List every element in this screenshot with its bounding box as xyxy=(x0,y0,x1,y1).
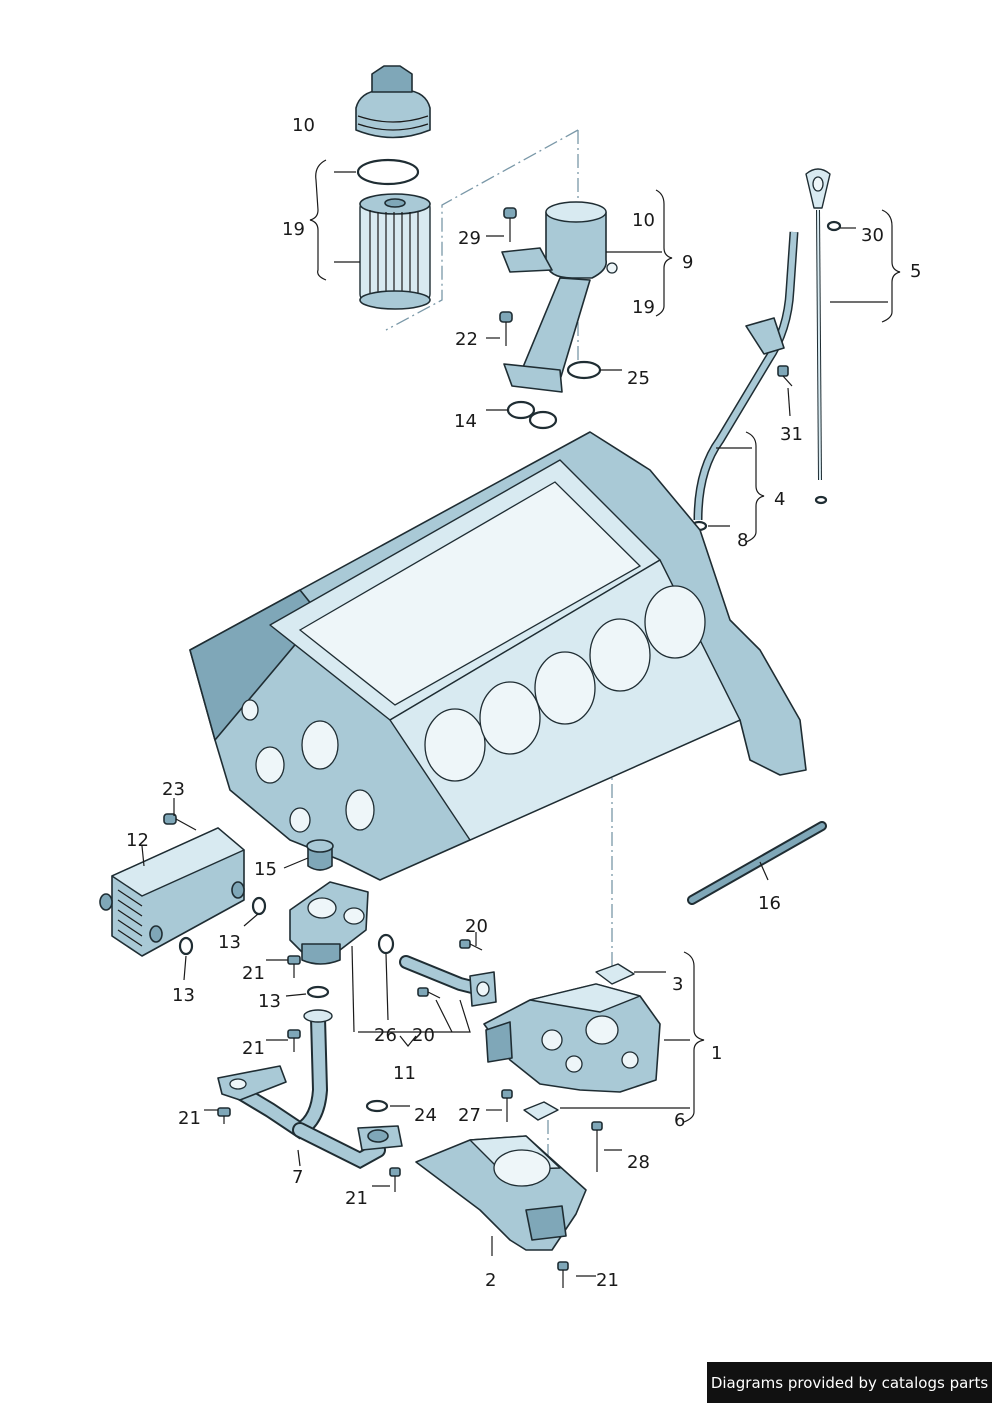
callout-3: 3 xyxy=(672,974,683,995)
callout-28: 28 xyxy=(627,1152,650,1173)
oil-baffle xyxy=(415,1135,587,1251)
callout-11: 11 xyxy=(393,1063,416,1084)
callout-16: 16 xyxy=(758,893,781,914)
dipstick-tube xyxy=(690,231,799,532)
callout-2: 2 xyxy=(485,1270,496,1291)
o-ring xyxy=(251,896,267,916)
oil-filter-cap xyxy=(355,65,431,139)
attribution-text: Diagrams provided by catalogs parts xyxy=(710,1373,989,1392)
callout-1: 1 xyxy=(711,1043,722,1064)
callout-19: 19 xyxy=(632,297,655,318)
callout-13: 13 xyxy=(172,985,195,1006)
bolt xyxy=(287,1029,301,1052)
oil-pickup-pipe xyxy=(217,1009,403,1170)
dipstick xyxy=(805,168,842,505)
callout-12: 12 xyxy=(126,830,149,851)
leader-lines xyxy=(141,159,901,1277)
callout-21: 21 xyxy=(178,1108,201,1129)
flange-housing xyxy=(289,881,369,965)
engine-block xyxy=(189,431,807,881)
callout-20: 20 xyxy=(465,916,488,937)
oil-pump xyxy=(483,983,661,1093)
callout-21: 21 xyxy=(242,963,265,984)
callout-26: 26 xyxy=(374,1025,397,1046)
guide-rod xyxy=(687,821,827,905)
bolt xyxy=(163,813,197,831)
callout-27: 27 xyxy=(458,1105,481,1126)
o-ring xyxy=(377,933,395,955)
bolt xyxy=(287,955,301,978)
callout-31: 31 xyxy=(780,424,803,445)
o-ring xyxy=(566,360,602,380)
bolt xyxy=(459,939,483,951)
callout-23: 23 xyxy=(162,779,185,800)
bolt xyxy=(777,365,793,387)
callout-7: 7 xyxy=(292,1167,303,1188)
callout-15: 15 xyxy=(254,859,277,880)
callout-30: 30 xyxy=(861,225,884,246)
callout-19: 19 xyxy=(282,219,305,240)
check-valve xyxy=(306,839,334,871)
bolt xyxy=(501,1089,513,1122)
oil-filter-element xyxy=(359,193,431,310)
callout-20: 20 xyxy=(412,1025,435,1046)
bolt xyxy=(499,311,513,346)
attribution-banner: Diagrams provided by catalogs parts xyxy=(707,1362,992,1403)
callout-21: 21 xyxy=(345,1188,368,1209)
callout-8: 8 xyxy=(737,530,748,551)
callout-labels: 10 19 10 29 9 19 22 25 14 30 5 31 4 8 23… xyxy=(126,115,921,1291)
callout-21: 21 xyxy=(596,1270,619,1291)
oil-cooler xyxy=(99,827,245,957)
bolt xyxy=(591,1121,603,1172)
o-ring xyxy=(365,1099,389,1113)
gasket xyxy=(523,1101,559,1121)
callout-22: 22 xyxy=(455,329,478,350)
o-ring xyxy=(356,158,420,186)
oil-filter-housing xyxy=(501,201,618,393)
callout-4: 4 xyxy=(774,489,785,510)
callout-25: 25 xyxy=(627,368,650,389)
bolt xyxy=(217,1107,231,1124)
o-ring xyxy=(306,985,330,999)
callout-21: 21 xyxy=(242,1038,265,1059)
oil-pipe xyxy=(399,955,497,1007)
bolt xyxy=(417,987,441,999)
callout-10: 10 xyxy=(632,210,655,231)
bolt xyxy=(557,1261,569,1288)
o-ring xyxy=(178,936,194,956)
o-ring xyxy=(528,410,558,430)
callout-6: 6 xyxy=(674,1110,685,1131)
bolt xyxy=(503,207,517,242)
callout-9: 9 xyxy=(682,252,693,273)
callout-5: 5 xyxy=(910,261,921,282)
callout-29: 29 xyxy=(458,228,481,249)
callout-24: 24 xyxy=(414,1105,437,1126)
callout-13: 13 xyxy=(218,932,241,953)
gasket xyxy=(595,963,635,985)
o-ring xyxy=(506,400,536,420)
bolt xyxy=(389,1167,401,1192)
callout-14: 14 xyxy=(454,411,477,432)
callout-10: 10 xyxy=(292,115,315,136)
callout-13: 13 xyxy=(258,991,281,1012)
